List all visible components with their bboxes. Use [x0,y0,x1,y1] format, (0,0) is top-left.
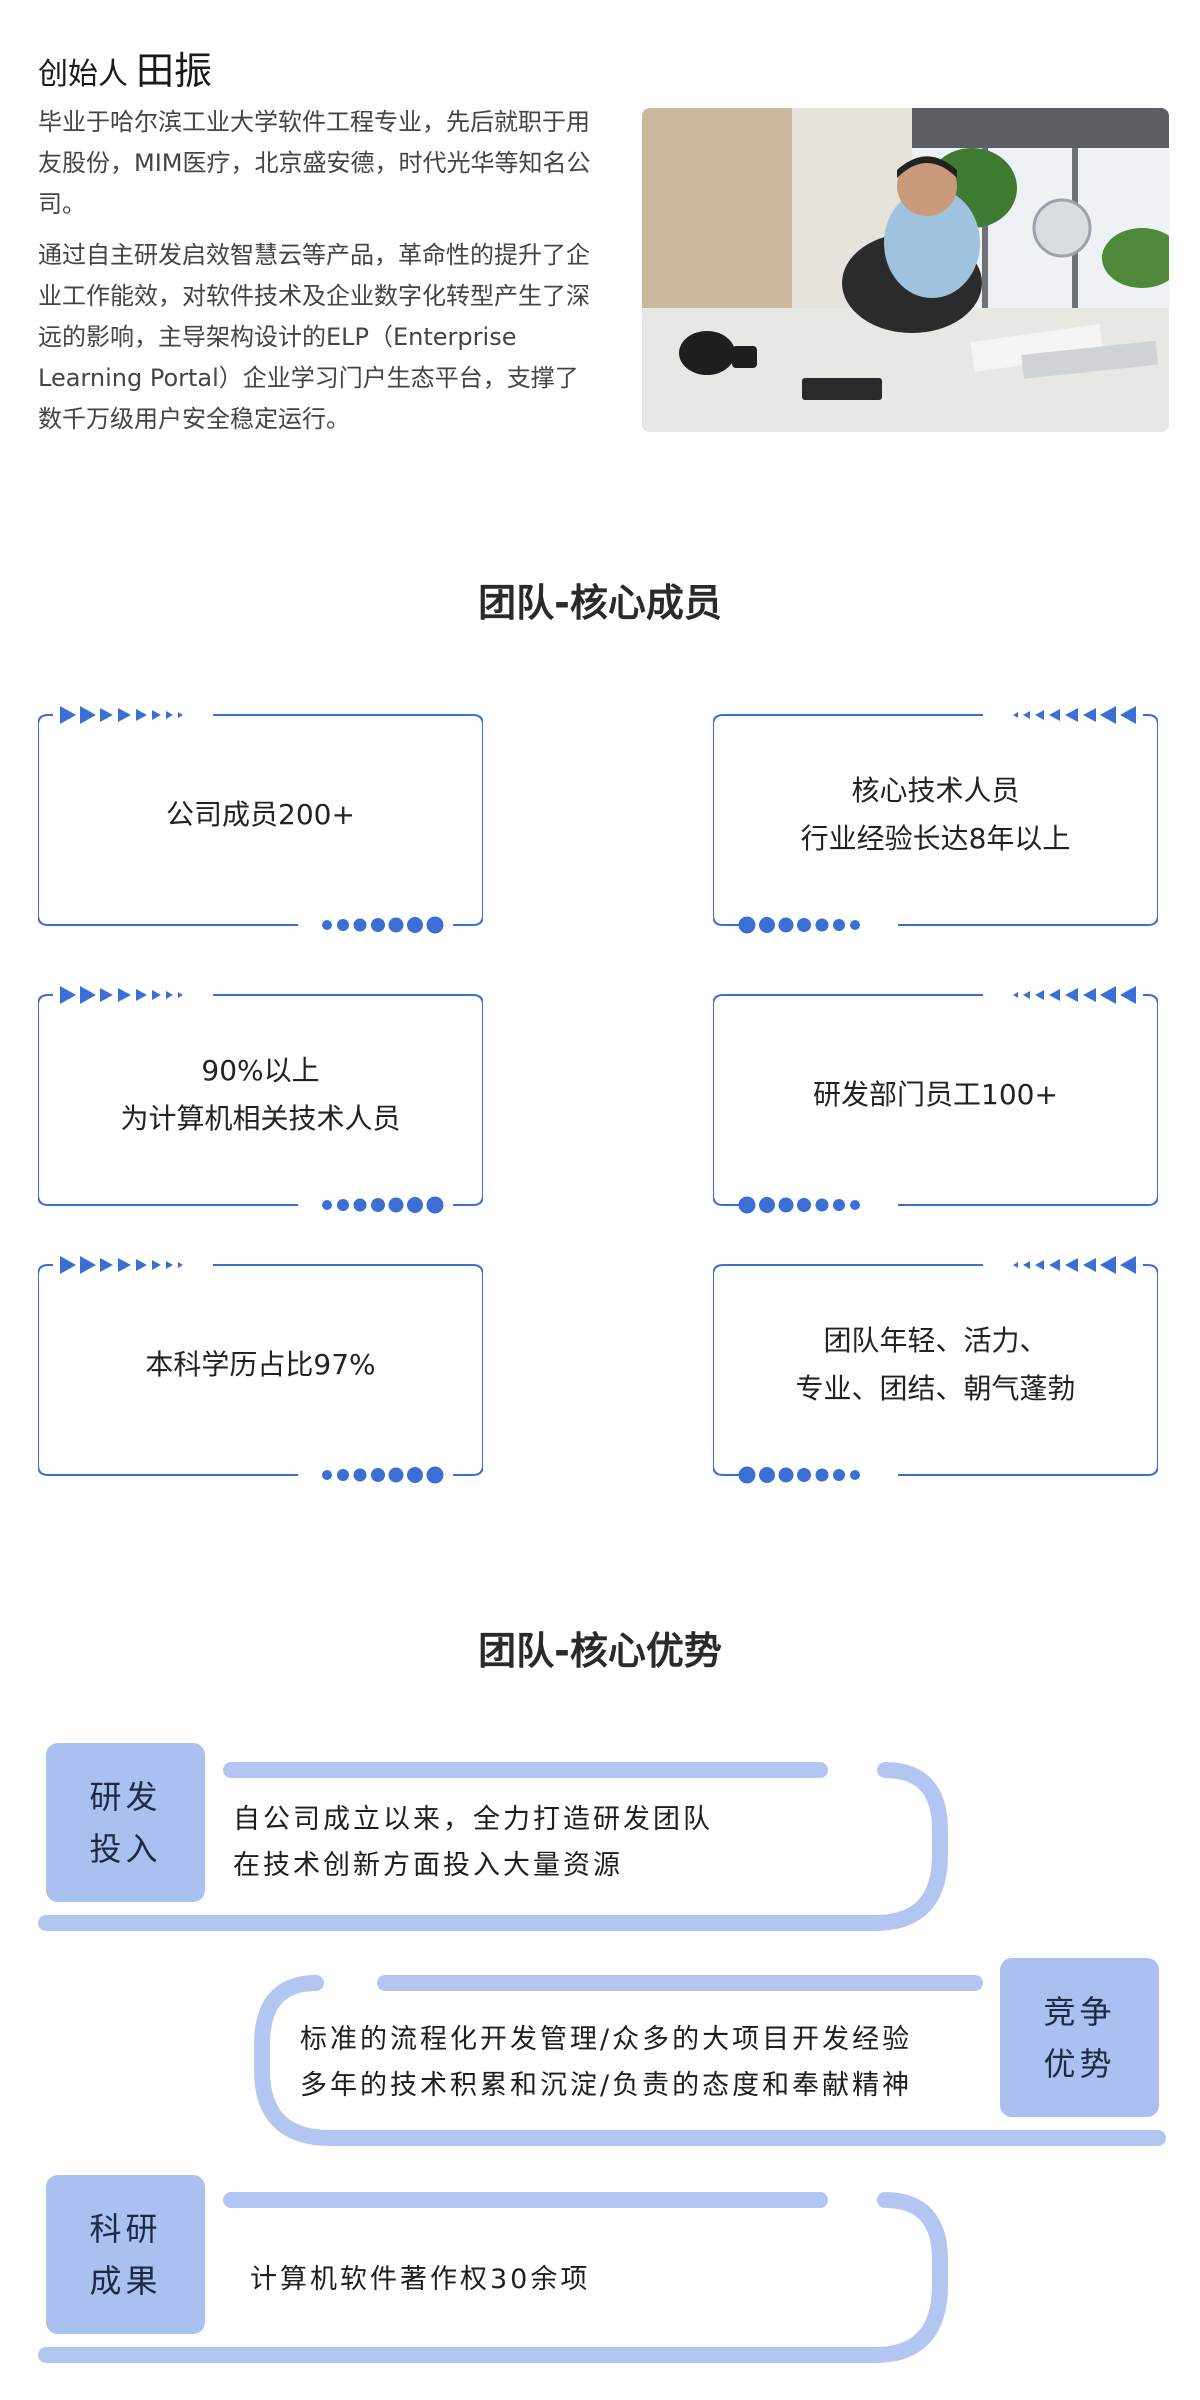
founder-photo-illustration [642,108,1169,432]
advantage-track [254,1975,1166,2146]
founder-bio-paragraph: 毕业于哈尔滨工业大学软件工程专业，先后就职于用友股份，MIM医疗，北京盛安德，时… [38,108,591,218]
member-card: 核心技术人员 行业经验长达8年以上 [713,705,1158,934]
advantage-track [38,1762,948,1931]
dot-decoration-icon [322,1466,444,1484]
card-content: 核心技术人员 行业经验长达8年以上 [733,735,1138,895]
dot-decoration-icon [738,1196,860,1214]
advantage-tag-line: 竞争 [1043,1992,1116,2031]
card-content: 本科学历占比97% [58,1285,463,1445]
team-advantages-title: 团队-核心优势 [478,1629,722,1673]
card-content: 研发部门员工100+ [733,1015,1138,1175]
card-frame [38,986,483,1214]
team-members-title: 团队-核心成员 [478,581,722,625]
card-content: 团队年轻、活力、 专业、团结、朝气蓬勃 [733,1285,1138,1445]
card-line: 行业经验长达8年以上 [800,822,1071,855]
advantage-line: 自公司成立以来，全力打造研发团队 [233,1804,713,1835]
arrow-decoration-icon [1013,986,1136,1004]
card-line: 团队年轻、活力、 [823,1324,1048,1357]
card-line: 研发部门员工100+ [813,1078,1058,1111]
dot-decoration-icon [322,1196,444,1214]
card-frame [713,706,1158,934]
dot-decoration-icon [738,916,860,934]
advantage-description: 计算机软件著作权30余项 [250,2257,590,2303]
advantage-tag-line: 优势 [1043,2044,1116,2083]
arrow-decoration-icon [1013,706,1136,724]
card-frame [38,1256,483,1484]
card-line: 公司成员200+ [166,798,355,831]
advantage-description: 自公司成立以来，全力打造研发团队 在技术创新方面投入大量资源 [233,1797,713,1889]
advantage-tag-competitive: 竞争 优势 [1000,1958,1159,2117]
member-card: 团队年轻、活力、 专业、团结、朝气蓬勃 [713,1255,1158,1484]
advantage-line: 在技术创新方面投入大量资源 [233,1850,623,1881]
advantage-description: 标准的流程化开发管理/众多的大项目开发经验 多年的技术积累和沉淀/负责的态度和奉… [300,2017,912,2109]
card-content: 90%以上 为计算机相关技术人员 [58,1015,463,1175]
advantage-tag-line: 研发 [89,1777,162,1816]
card-line: 90%以上 [201,1054,320,1087]
advantage-line: 计算机软件著作权30余项 [250,2264,591,2295]
member-card: 90%以上 为计算机相关技术人员 [38,985,483,1214]
card-frame [38,706,483,934]
founder-name: 田振 [136,49,213,93]
advantage-tag-rd: 研发 投入 [46,1743,205,1902]
dot-decoration-icon [322,916,444,934]
founder-bio: 毕业于哈尔滨工业大学软件工程专业，先后就职于用友股份，MIM医疗，北京盛安德，时… [38,102,593,450]
card-frame [713,1256,1158,1484]
dot-decoration-icon [738,1466,860,1484]
arrow-decoration-icon [60,986,183,1004]
advantage-tag-line: 成果 [89,2261,162,2300]
member-card: 本科学历占比97% [38,1255,483,1484]
card-line: 为计算机相关技术人员 [120,1102,401,1135]
founder-bio-paragraph: 通过自主研发启效智慧云等产品，革命性的提升了企业工作能效，对软件技术及企业数字化… [38,241,590,433]
founder-role: 创始人 [38,57,128,92]
advantage-line: 多年的技术积累和沉淀/负责的态度和奉献精神 [300,2070,913,2101]
arrow-decoration-icon [60,1256,183,1274]
card-line: 核心技术人员 [851,774,1020,807]
advantage-tag-research: 科研 成果 [46,2175,205,2334]
card-line: 本科学历占比97% [145,1348,376,1381]
founder-heading: 创始人田振 [38,40,212,95]
arrow-decoration-icon [1013,1256,1136,1274]
advantage-track [38,2192,948,2363]
card-frame [713,986,1158,1214]
advantage-tag-line: 科研 [89,2209,162,2248]
advantage-line: 标准的流程化开发管理/众多的大项目开发经验 [300,2024,913,2055]
card-line: 专业、团结、朝气蓬勃 [795,1372,1076,1405]
card-content: 公司成员200+ [58,735,463,895]
member-card: 公司成员200+ [38,705,483,934]
member-card: 研发部门员工100+ [713,985,1158,1214]
arrow-decoration-icon [60,706,183,724]
advantage-tag-line: 投入 [89,1829,162,1868]
founder-photo [642,108,1169,432]
